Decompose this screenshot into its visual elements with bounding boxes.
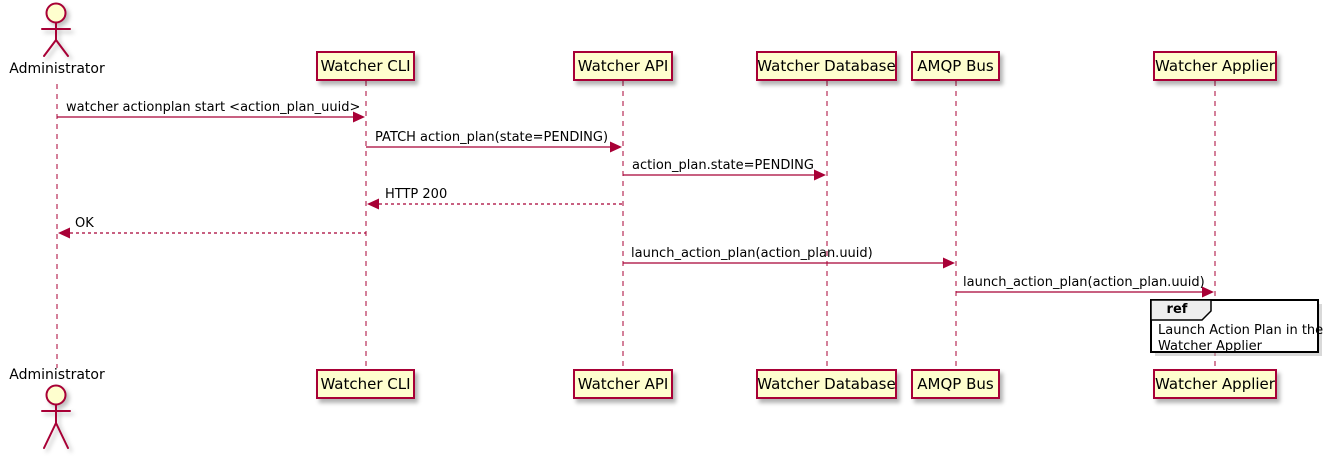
- actor-label-top: Administrator: [9, 61, 105, 77]
- actor-figure-top: [41, 2, 71, 57]
- ref-keyword: ref: [1166, 302, 1188, 317]
- participant-box-watcher-api-bottom: Watcher API: [573, 369, 673, 399]
- message-label-5: OK: [75, 216, 94, 231]
- message-arrows: [57, 111, 1214, 298]
- message-arrow-4: [367, 198, 623, 210]
- message-arrow-5: [58, 227, 366, 239]
- message-arrow-3: [623, 169, 826, 181]
- message-label-1: watcher actionplan start <action_plan_uu…: [66, 100, 361, 115]
- message-label-2: PATCH action_plan(state=PENDING): [375, 130, 609, 145]
- message-label-3: action_plan.state=PENDING: [632, 158, 814, 173]
- participant-box-watcher-database-bottom: Watcher Database: [756, 369, 897, 399]
- participant-box-watcher-cli-bottom: Watcher CLI: [316, 369, 415, 399]
- participant-box-watcher-api-top: Watcher API: [573, 51, 673, 81]
- message-label-6: launch_action_plan(action_plan.uuid): [631, 246, 873, 261]
- participant-box-watcher-applier-bottom: Watcher Applier: [1153, 369, 1277, 399]
- participant-box-amqp-bus-top: AMQP Bus: [911, 51, 1000, 81]
- ref-text-line-2: Watcher Applier: [1158, 339, 1262, 354]
- actor-figure-bottom: [41, 384, 71, 449]
- ref-tab: [1150, 299, 1212, 321]
- lifelines: [56, 81, 1216, 369]
- message-arrow-2: [366, 141, 622, 153]
- participant-box-watcher-cli-top: Watcher CLI: [316, 51, 415, 81]
- message-arrow-1: [57, 111, 365, 123]
- ref-fragment-box: [1150, 299, 1322, 356]
- actor-label-bottom: Administrator: [9, 367, 105, 383]
- message-label-7: launch_action_plan(action_plan.uuid): [963, 275, 1205, 290]
- message-arrow-7: [956, 286, 1214, 298]
- participant-box-watcher-database-top: Watcher Database: [756, 51, 897, 81]
- ref-text-line-1: Launch Action Plan in the: [1158, 323, 1324, 338]
- participant-box-watcher-applier-top: Watcher Applier: [1153, 51, 1277, 81]
- participant-box-amqp-bus-bottom: AMQP Bus: [911, 369, 1000, 399]
- message-label-4: HTTP 200: [385, 187, 448, 202]
- message-arrow-6: [623, 257, 955, 269]
